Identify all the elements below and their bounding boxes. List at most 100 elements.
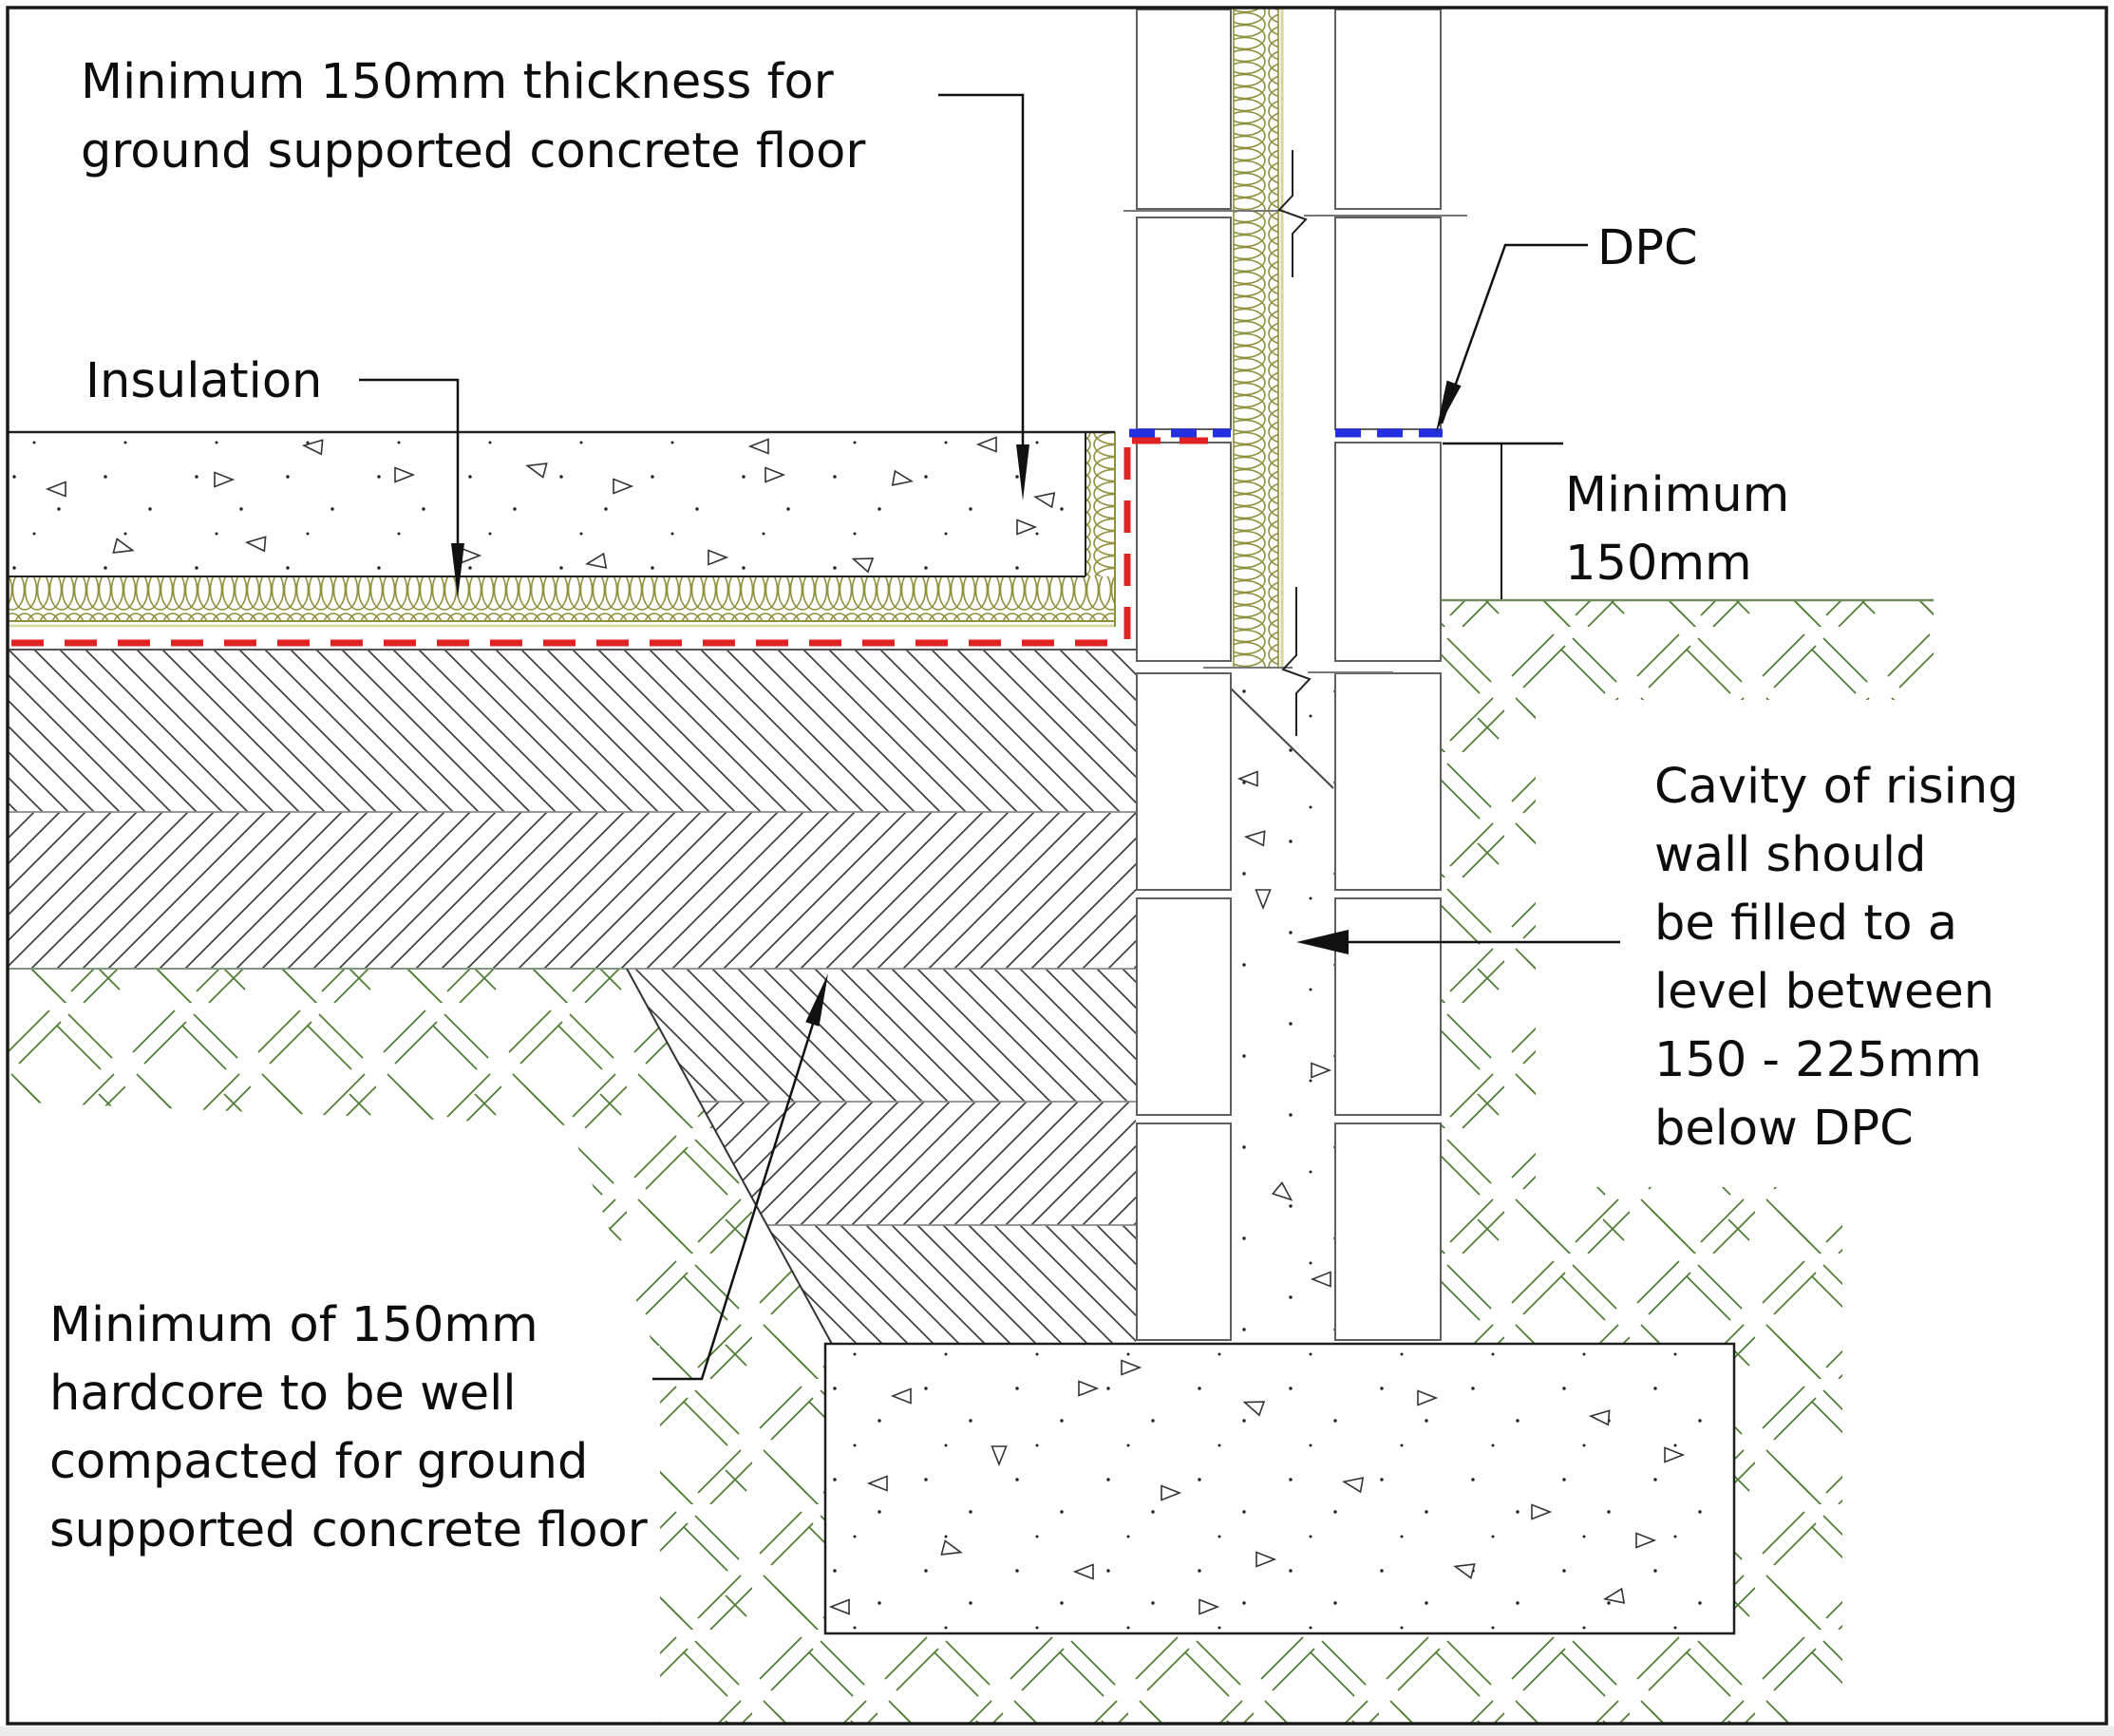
inner-leaf-block [1136, 9, 1232, 210]
hardcore-band-2 [8, 812, 1136, 969]
note-cavity-fill: Cavity of rising wall should be filled t… [1654, 759, 2034, 1157]
aggregate-triangle-icon [1603, 1587, 1626, 1604]
aggregate-triangle-icon [1199, 1598, 1220, 1615]
aggregate-triangle-icon [1664, 1446, 1686, 1463]
excavation-slope-line [626, 968, 834, 1347]
earth-right-mid [1441, 1187, 1842, 1346]
note-line: be filled to a [1654, 896, 1957, 952]
leader-insulation [359, 378, 460, 545]
aggregate-triangle-icon [975, 436, 997, 453]
leader-lines [359, 93, 1620, 1381]
wall-break-symbols [1123, 150, 1467, 736]
note-line: DPC [1597, 220, 1698, 276]
aggregate-triangle-icon [1635, 1532, 1657, 1549]
aggregate-triangle-icon [1588, 1409, 1611, 1426]
arrowhead-up-icon [805, 973, 828, 1027]
label-dpc: DPC [1597, 220, 1698, 276]
hardcore-fill [8, 649, 1136, 1347]
note-line: Insulation [85, 353, 322, 409]
aggregate-triangle-icon [1033, 492, 1056, 509]
break-symbol-lower [1281, 587, 1312, 736]
note-line: Minimum [1565, 467, 1789, 523]
note-line: 150mm [1565, 536, 1752, 592]
earth-right-column [1441, 700, 1536, 1187]
earth-left-of-foundation [660, 1344, 825, 1633]
aggregate-triangle-icon [1072, 1563, 1094, 1580]
inner-leaf-block [1136, 897, 1232, 1116]
note-line: below DPC [1654, 1101, 1914, 1157]
aggregate-triangle-icon [1243, 830, 1266, 847]
cavity-fill-top-slope [1230, 688, 1334, 789]
outer-leaf-block [1334, 217, 1442, 430]
inner-leaf-block [1136, 672, 1232, 891]
cavity-insulation [1233, 8, 1284, 668]
note-line: 150 - 225mm [1654, 1032, 1982, 1088]
arrowhead-diagonal-icon [1436, 380, 1462, 432]
aggregate-triangle-icon [991, 1445, 1008, 1467]
outer-leaf-block [1334, 897, 1442, 1116]
earth-subsoil-regions [8, 600, 1934, 1724]
note-floor-thickness: Minimum 150mm thickness for ground suppo… [81, 54, 865, 179]
hardcore-band-5 [767, 1225, 1136, 1344]
outer-leaf-block [1334, 9, 1442, 210]
foundation-stipple [825, 1344, 1734, 1633]
aggregate-triangle-icon [1417, 1389, 1439, 1406]
break-symbol-upper [1277, 150, 1308, 277]
aggregate-triangle-icon [1453, 1563, 1476, 1579]
foundation-aggregate [828, 1359, 1686, 1615]
aggregate-triangle-icon [1121, 1359, 1142, 1376]
aggregate-triangle-icon [613, 478, 634, 495]
hardcore-band-3 [627, 969, 1136, 1102]
aggregate-triangle-icon [890, 1387, 912, 1405]
arrowhead-left-icon [1296, 930, 1349, 954]
blockwork [1136, 9, 1442, 1341]
inner-leaf-block [1136, 217, 1232, 430]
aggregate-triangle-icon [747, 438, 769, 455]
note-hardcore: Minimum of 150mm hardcore to be well com… [49, 1297, 648, 1558]
aggregate-triangle-icon [525, 462, 548, 479]
note-line: wall should [1654, 827, 1926, 883]
inner-leaf-block [1136, 442, 1232, 662]
aggregate-triangle-icon [1016, 519, 1038, 536]
note-line: Minimum 150mm thickness for [81, 54, 834, 110]
aggregate-triangle-icon [214, 471, 236, 488]
aggregate-triangle-icon [45, 481, 66, 498]
floor-insulation-upturn [1085, 432, 1115, 576]
outer-leaf-block [1334, 442, 1442, 662]
floor-insulation [8, 432, 1116, 628]
note-line: hardcore to be well [49, 1366, 517, 1422]
earth-right-of-foundation [1734, 1344, 1842, 1633]
note-line: Cavity of rising [1654, 759, 2019, 815]
aggregate-triangle-icon [1161, 1484, 1182, 1501]
inner-leaf-block [1136, 1123, 1232, 1341]
aggregate-triangle-icon [394, 466, 416, 483]
label-insulation: Insulation [85, 353, 322, 409]
strip-foundation [823, 1342, 1736, 1635]
earth-left-wedge [8, 969, 833, 1346]
aggregate-triangle-icon [851, 557, 875, 574]
aggregate-triangle-icon [1078, 1380, 1100, 1397]
aggregate-triangle-icon [301, 439, 324, 456]
earth-right-band [1441, 600, 1934, 700]
cavity-insulation-strip [1234, 8, 1278, 668]
drawing-border [6, 6, 2108, 1726]
arrowhead-down-icon [451, 543, 464, 598]
aggregate-triangle-icon [764, 466, 786, 483]
cavity-fill-aggregate [1236, 770, 1332, 1288]
floor-insulation-band [8, 576, 1115, 620]
leader-floor-thickness [938, 93, 1025, 446]
aggregate-triangle-icon [1311, 1062, 1332, 1079]
aggregate-triangle-icon [1236, 770, 1258, 787]
aggregate-triangle-icon [891, 469, 914, 486]
aggregate-triangle-icon [112, 538, 135, 554]
aggregate-triangle-icon [1342, 1477, 1365, 1494]
aggregate-triangle-icon [1255, 1551, 1277, 1568]
aggregate-triangle-icon [585, 552, 608, 569]
leader-hardcore [652, 1023, 815, 1381]
floor-slab-stipple [8, 432, 1085, 576]
note-line: ground supported concrete floor [81, 123, 865, 179]
earth-below-foundation [660, 1633, 1842, 1724]
aggregate-triangle-icon [1242, 1401, 1266, 1417]
